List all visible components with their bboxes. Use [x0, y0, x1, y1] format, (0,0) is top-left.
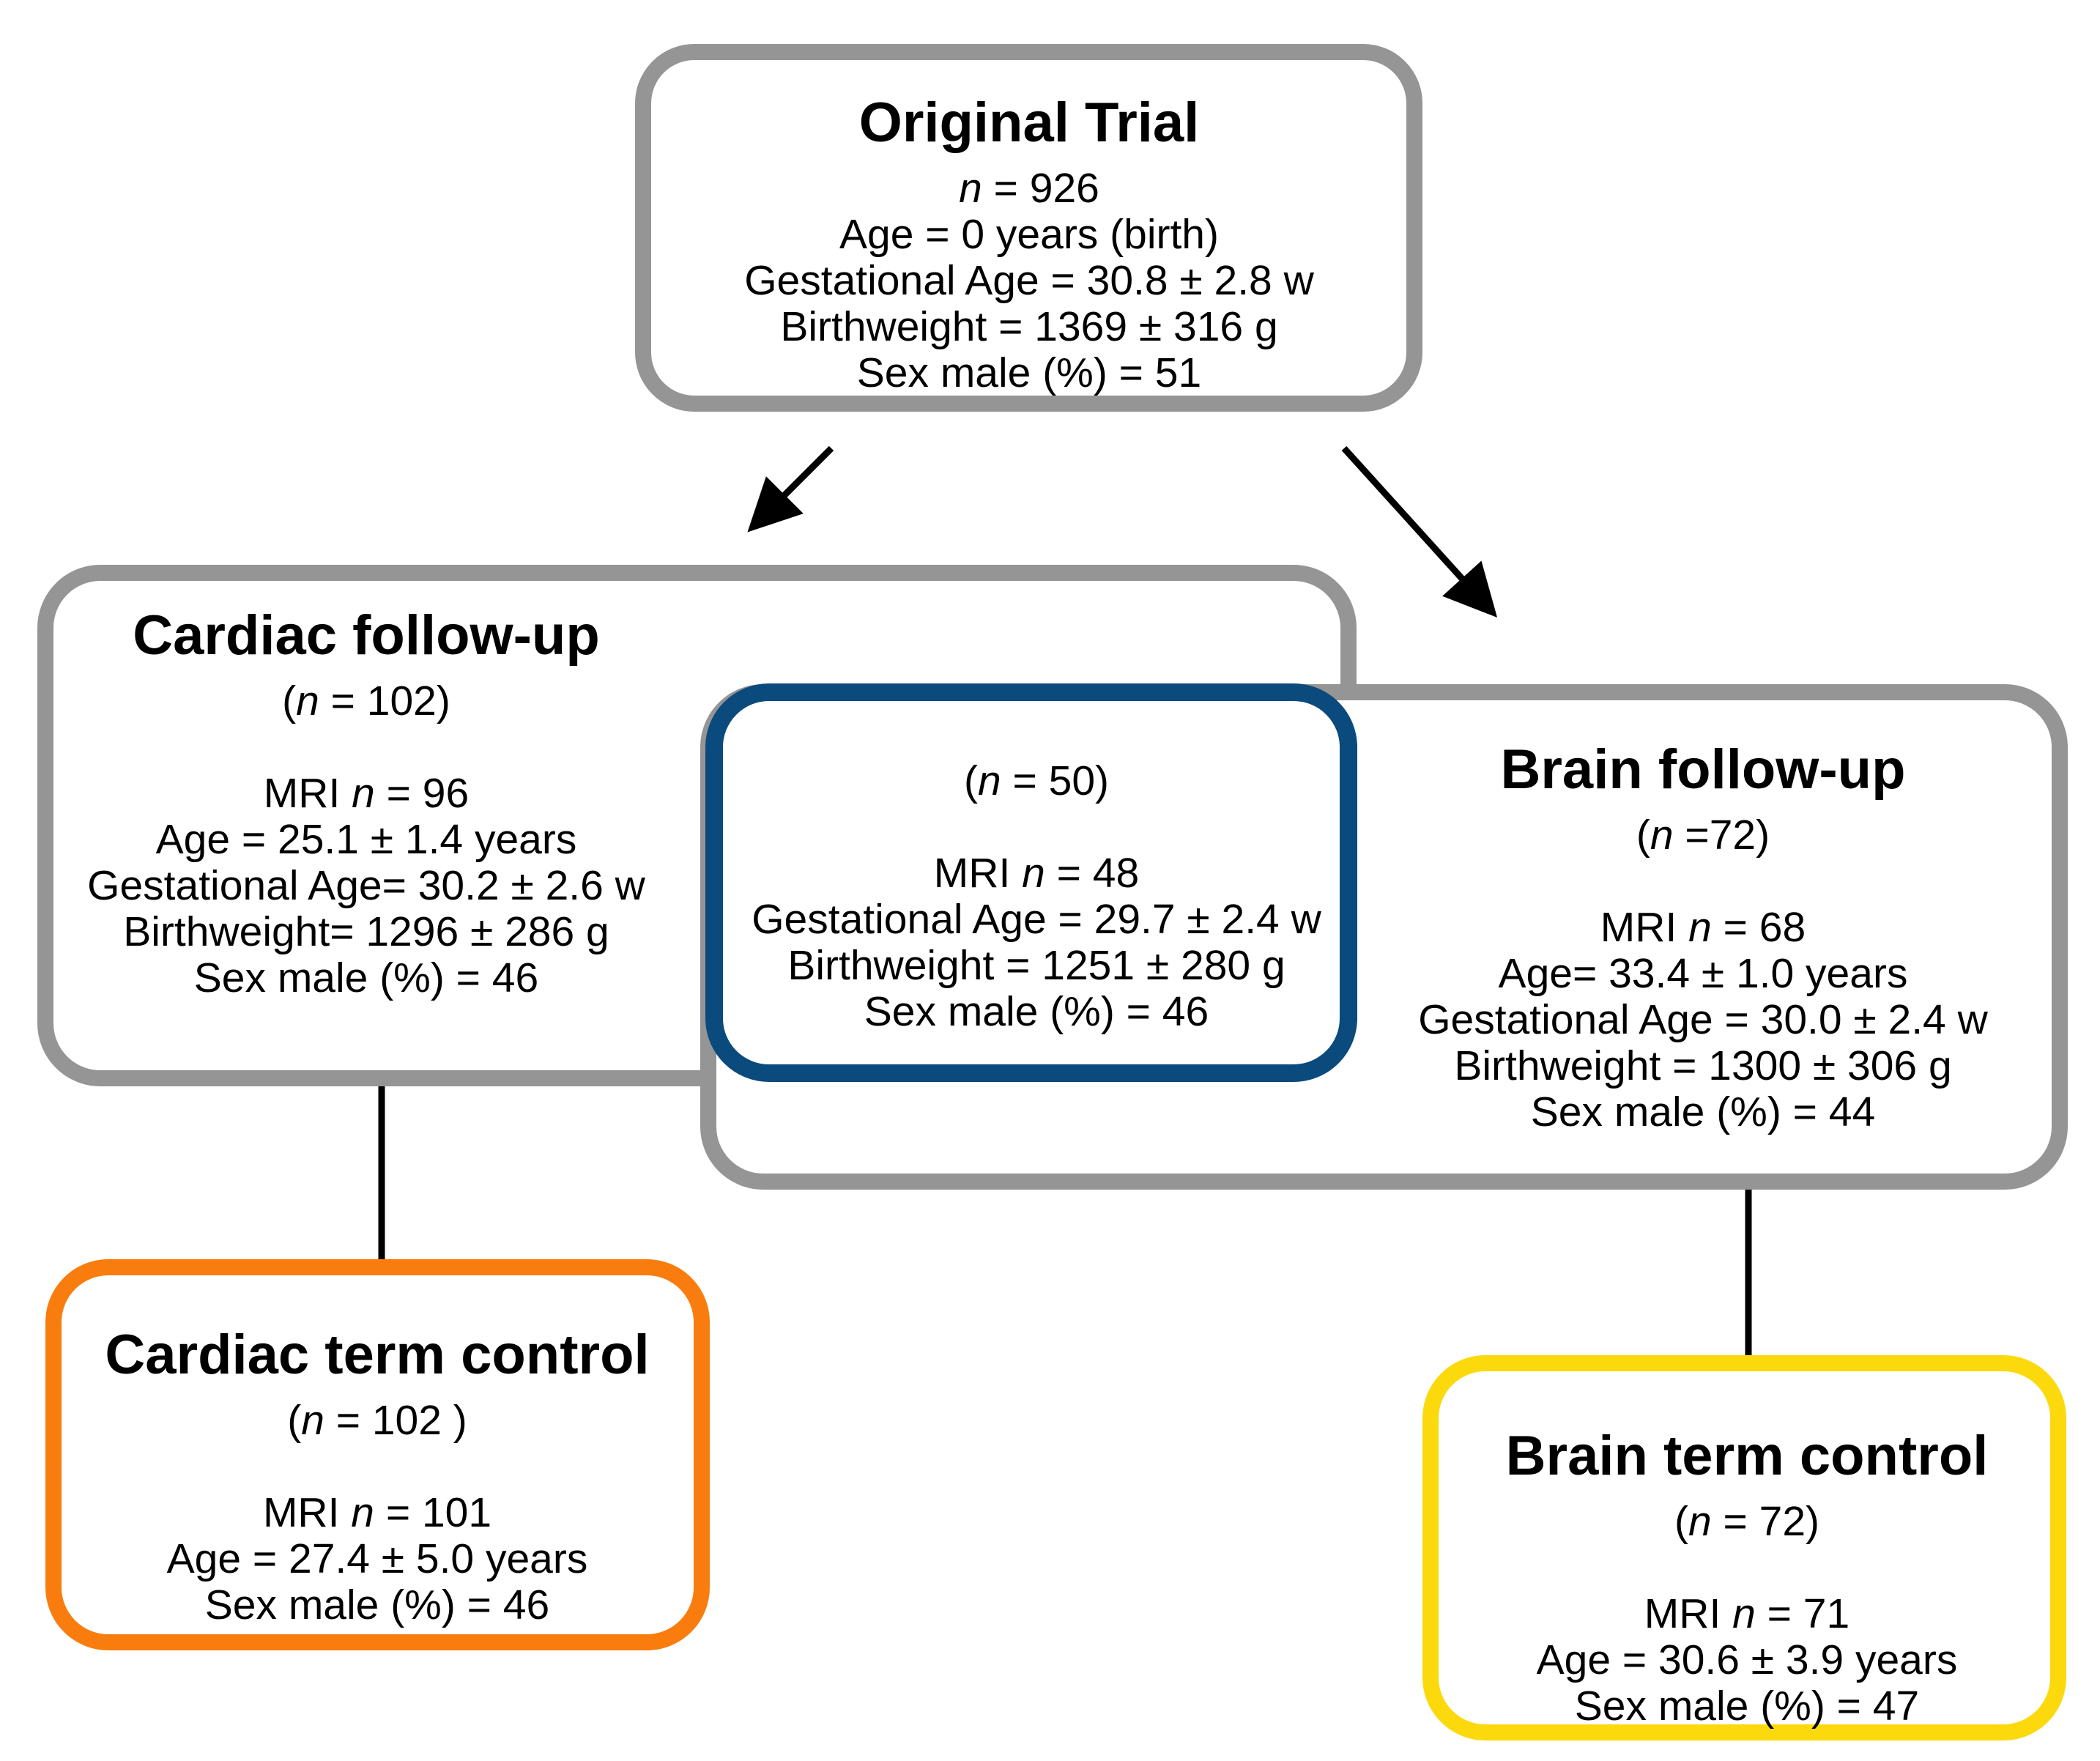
cardiac-control-title: Cardiac term control	[105, 1324, 650, 1386]
cardiac-control-mri: MRI n = 101	[262, 1489, 492, 1536]
original-title: Original Trial	[858, 92, 1200, 154]
cardiac-term-control-box	[45, 1259, 710, 1650]
cardiac-age: Age = 25.1 ± 1.4 years	[155, 816, 577, 863]
brain-age: Age= 33.4 ± 1.0 years	[1498, 950, 1908, 997]
cardiac-gestational-age: Gestational Age= 30.2 ± 2.6 w	[87, 862, 645, 909]
cardiac-mri: MRI n = 96	[263, 770, 470, 817]
brain-mri: MRI n = 68	[1600, 904, 1806, 951]
arrow-to-cardiac	[747, 445, 834, 533]
overlap-sex: Sex male (%) = 46	[864, 988, 1209, 1035]
brain-sex: Sex male (%) = 44	[1530, 1089, 1876, 1135]
brain-control-text: Brain term control (n = 72) MRI n = 71 A…	[1439, 1428, 2055, 1730]
original-sex: Sex male (%) = 51	[856, 349, 1202, 396]
brain-title: Brain follow-up	[1500, 738, 1906, 801]
brain-control-title: Brain term control	[1505, 1425, 1989, 1487]
brain-followup-text: Brain follow-up (n =72) MRI n = 68 Age= …	[1351, 742, 2055, 1135]
cardiac-n: (n = 102)	[282, 678, 450, 724]
cardiac-followup-text: Cardiac follow-up (n = 102) MRI n = 96 A…	[51, 608, 681, 1001]
overlap-mri: MRI n = 48	[933, 850, 1140, 897]
brain-birthweight: Birthweight = 1300 ± 306 g	[1454, 1042, 1952, 1089]
original-age: Age = 0 years (birth)	[839, 211, 1219, 258]
brain-control-n: (n = 72)	[1674, 1498, 1820, 1545]
overlap-n: (n = 50)	[963, 757, 1110, 804]
cardiac-control-n: (n = 102 )	[287, 1397, 467, 1444]
original-trial-text: Original Trial n = 926 Age = 0 years (bi…	[663, 95, 1395, 396]
brain-gestational-age: Gestational Age = 30.0 ± 2.4 w	[1418, 996, 1988, 1043]
arrow-to-brain	[1341, 445, 1498, 618]
overlap-text: (n = 50) MRI n = 48 Gestational Age = 29…	[721, 758, 1351, 1035]
original-trial-box	[635, 44, 1422, 412]
original-gestational-age: Gestational Age = 30.8 ± 2.8 w	[744, 257, 1314, 304]
brain-control-age: Age = 30.6 ± 3.9 years	[1536, 1636, 1958, 1683]
cardiac-control-age: Age = 27.4 ± 5.0 years	[166, 1535, 588, 1582]
cardiac-birthweight: Birthweight= 1296 ± 286 g	[123, 908, 609, 955]
cardiac-control-sex: Sex male (%) = 46	[204, 1582, 550, 1628]
original-n: n = 926	[959, 165, 1099, 212]
brain-control-sex: Sex male (%) = 47	[1574, 1683, 1920, 1730]
overlap-gestational-age: Gestational Age = 29.7 ± 2.4 w	[752, 896, 1321, 943]
original-birthweight: Birthweight = 1369 ± 316 g	[780, 303, 1278, 350]
brain-term-control-box	[1422, 1355, 2066, 1740]
brain-n: (n =72)	[1636, 812, 1770, 859]
overlap-box	[705, 683, 1357, 1082]
cardiac-control-text: Cardiac term control (n = 102 ) MRI n = …	[66, 1327, 689, 1628]
cardiac-title: Cardiac follow-up	[133, 604, 600, 667]
overlap-birthweight: Birthweight = 1251 ± 280 g	[787, 942, 1285, 989]
cardiac-sex: Sex male (%) = 46	[193, 954, 539, 1001]
brain-control-mri: MRI n = 71	[1644, 1590, 1850, 1637]
